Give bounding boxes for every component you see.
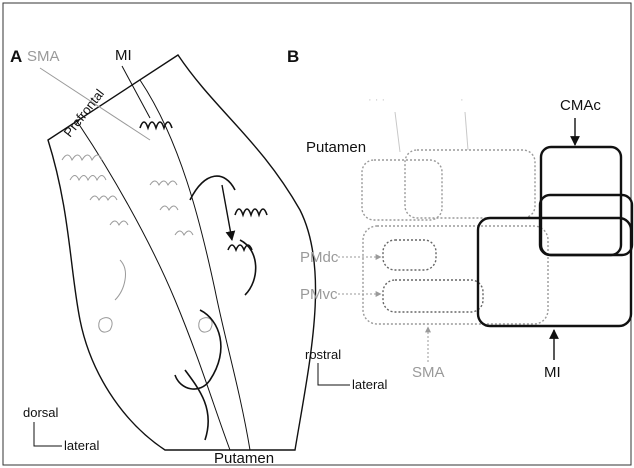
faint-top-label-2: · (460, 94, 464, 106)
faint-top-pointer-2 (465, 112, 468, 150)
panel-b-orientation-rostral: rostral (305, 347, 341, 362)
sma-pointer (40, 68, 150, 140)
panel-b-mi-label: MI (544, 364, 561, 381)
upper-gray-region-left (362, 160, 442, 220)
panel-a-orientation-dorsal: dorsal (23, 405, 59, 420)
mi-projection-arrow (222, 185, 232, 240)
upper-gray-region-mid (405, 150, 535, 218)
panel-a-sma-label: SMA (27, 48, 60, 65)
pmvc-region (383, 280, 483, 312)
panel-b-putamen-label: Putamen (306, 139, 366, 156)
sma-terminal-fields (62, 155, 212, 332)
panel-a-letter: A (10, 47, 22, 66)
faint-top-pointer-1 (395, 112, 400, 152)
panel-a-orientation-axes (34, 422, 62, 446)
panel-a-putamen-label: Putamen (214, 450, 274, 467)
panel-b-sma-label: SMA (412, 364, 445, 381)
panel-a-mi-label: MI (115, 47, 132, 64)
mi-region-upper (540, 195, 632, 255)
pmdc-region (383, 240, 436, 270)
mi-pointer (122, 66, 150, 118)
panel-a: A SMA MI Prefrontal (10, 47, 316, 467)
cmac-region (541, 147, 621, 255)
faint-top-label-1: · · · (368, 94, 385, 106)
pmdc-label: PMdc (300, 249, 339, 266)
figure-frame (3, 3, 631, 465)
mi-region (478, 218, 631, 326)
mi-terminal-fields (140, 122, 267, 440)
mi-boundary (140, 80, 250, 450)
pmvc-label: PMvc (300, 286, 338, 303)
cmac-label: CMAc (560, 97, 601, 114)
panel-b-orientation-axes (318, 363, 350, 385)
panel-a-orientation-lateral: lateral (64, 438, 100, 453)
prefrontal-boundary (76, 120, 230, 450)
panel-b: B · · · · Putamen PMdc PMvc CMAc SMA MI (287, 47, 632, 392)
panel-b-letter: B (287, 47, 299, 66)
panel-b-orientation-lateral: lateral (352, 377, 388, 392)
